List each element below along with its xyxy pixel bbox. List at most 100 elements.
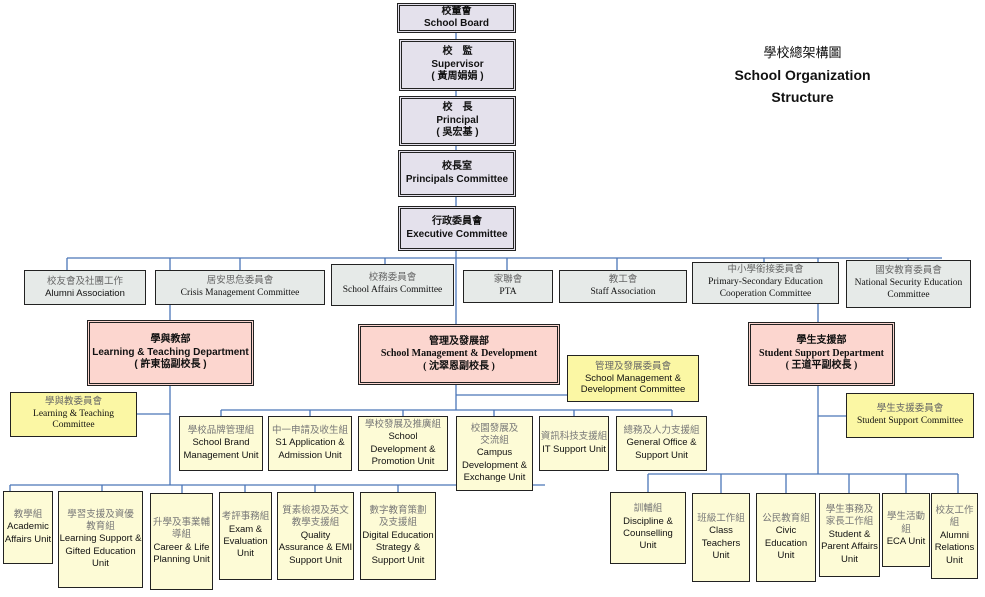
committee-en: School Management & Development Committe… <box>580 372 686 396</box>
unit-campus-development: 校園發展及交流組 Campus Development & Exchange U… <box>456 416 533 491</box>
affiliate-crisis-management: 居安思危委員會 Crisis Management Committee <box>155 270 325 305</box>
principal-zh: 校 長 <box>442 102 473 114</box>
unit-school-development: 學校發展及推廣組 School Development & Promotion … <box>358 416 448 471</box>
unit-zh: 學生活動組 <box>887 511 926 535</box>
unit-general-office: 總務及人力支援組 General Office & Support Unit <box>616 416 707 471</box>
unit-en: Academic Affairs Unit <box>4 521 52 545</box>
unit-en: Career & Life Planning Unit <box>153 541 210 565</box>
unit-exam-evaluation: 考評事務組 Exam & Evaluation Unit <box>219 492 272 580</box>
unit-discipline-counselling: 訓輔組 Discipline & Counselling Unit <box>610 492 686 564</box>
affiliate-en: Primary-Secondary Education Cooperation … <box>708 277 823 299</box>
unit-en: School Brand Management Unit <box>183 437 259 461</box>
supervisor-box: 校 監 Supervisor ( 黃周娟娟 ) <box>399 39 516 91</box>
affiliate-en: Crisis Management Committee <box>180 287 300 298</box>
dept-learning-teaching: 學與教部 Learning & Teaching Department ( 許東… <box>87 320 254 386</box>
school-board-box: 校董會 School Board <box>397 3 516 33</box>
principal-person: ( 吳宏基 ) <box>436 127 479 139</box>
chart-title-zh: 學校總架構圖 <box>763 45 842 60</box>
dept-head: ( 沈翠恩副校長 ) <box>423 360 495 372</box>
committee-management-development: 管理及發展委員會 School Management & Development… <box>567 355 699 402</box>
affiliate-zh: 校友會及社團工作 <box>46 275 123 287</box>
unit-en: General Office & Support Unit <box>626 437 697 461</box>
unit-zh: 班級工作組 <box>697 512 745 524</box>
unit-zh: 訓輔組 <box>633 503 663 515</box>
executive-committee-en: Executive Committee <box>406 228 508 240</box>
unit-zh: 學習支援及資優教育組 <box>67 508 134 532</box>
committee-student-support: 學生支援委員會 Student Support Committee <box>846 393 974 438</box>
executive-committee-box: 行政委員會 Executive Committee <box>398 206 516 251</box>
dept-zh: 學與教部 <box>150 334 191 346</box>
affiliate-en: National Security Education Committee <box>854 278 963 300</box>
unit-zh: 學生事務及家長工作組 <box>825 504 874 528</box>
supervisor-en: Supervisor <box>431 58 484 70</box>
dept-student-support: 學生支援部 Student Support Department ( 王道平副校… <box>748 322 895 386</box>
committee-zh: 學與教委員會 <box>44 396 102 407</box>
unit-en: IT Support Unit <box>542 443 606 455</box>
affiliate-zh: 國安教育委員會 <box>875 266 942 277</box>
unit-zh: 公民教育組 <box>762 512 810 524</box>
unit-zh: 資訊科技支援組 <box>540 431 608 443</box>
unit-it-support: 資訊科技支援組 IT Support Unit <box>539 416 609 471</box>
school-board-en: School Board <box>423 18 489 29</box>
dept-en: School Management & Development <box>380 348 538 360</box>
unit-en: Civic Education Unit <box>764 525 808 561</box>
affiliate-en: Alumni Association <box>45 287 125 299</box>
affiliate-zh: 家聯會 <box>493 274 523 285</box>
principals-committee-zh: 校長室 <box>442 161 472 172</box>
unit-en: Exam & Evaluation Unit <box>223 523 268 560</box>
affiliate-zh: 中小學銜接委員會 <box>727 265 804 276</box>
dept-management-development: 管理及發展部 School Management & Development (… <box>358 324 560 385</box>
unit-quality-assurance: 質素檢視及英文教學支援組 Quality Assurance & EMI Sup… <box>277 492 354 580</box>
unit-learning-support: 學習支援及資優教育組 Learning Support & Gifted Edu… <box>58 491 143 588</box>
affiliate-staff-association: 教工會 Staff Association <box>559 270 687 303</box>
unit-civic-education: 公民教育組 Civic Education Unit <box>756 493 816 582</box>
unit-eca: 學生活動組 ECA Unit <box>882 493 930 567</box>
dept-zh: 學生支援部 <box>796 335 847 347</box>
affiliate-en: School Affairs Committee <box>342 285 443 295</box>
affiliate-zh: 校務委員會 <box>368 273 417 284</box>
unit-zh: 質素檢視及英文教學支援組 <box>282 505 349 529</box>
unit-zh: 升學及事業輔導組 <box>153 516 211 541</box>
unit-career-planning: 升學及事業輔導組 Career & Life Planning Unit <box>150 493 213 590</box>
unit-school-brand: 學校品牌管理組 School Brand Management Unit <box>179 416 263 471</box>
unit-en: Alumni Relations Unit <box>934 529 975 566</box>
dept-zh: 管理及發展部 <box>429 335 489 347</box>
unit-zh: 總務及人力支援組 <box>623 424 700 436</box>
unit-student-parent-affairs: 學生事務及家長工作組 Student & Parent Affairs Unit <box>819 493 880 577</box>
dept-en: Student Support Department <box>758 347 884 359</box>
dept-head: ( 許東協副校長 ) <box>134 359 207 371</box>
affiliate-en: Staff Association <box>590 286 656 297</box>
committee-zh: 管理及發展委員會 <box>594 360 671 372</box>
committee-en: Learning & Teaching Committee <box>33 408 114 431</box>
affiliate-zh: 教工會 <box>608 274 638 285</box>
unit-zh: 考評事務組 <box>221 511 270 523</box>
unit-zh: 校友工作組 <box>935 505 974 529</box>
unit-en: Discipline & Counselling Unit <box>623 515 673 552</box>
affiliate-alumni-association: 校友會及社團工作 Alumni Association <box>24 270 146 305</box>
unit-zh: 數字教育策劃及支援組 <box>369 505 427 529</box>
chart-title-en-line1: School Organization <box>734 67 871 83</box>
unit-en: Class Teachers Unit <box>701 525 741 561</box>
unit-zh: 中一申請及收生組 <box>271 424 348 436</box>
supervisor-zh: 校 監 <box>442 46 473 58</box>
unit-en: S1 Application & Admission Unit <box>275 437 345 461</box>
unit-en: Student & Parent Affairs Unit <box>821 528 878 565</box>
unit-en: Quality Assurance & EMI Support Unit <box>278 529 353 566</box>
unit-en: School Development & Promotion Unit <box>370 431 436 467</box>
unit-s1-application: 中一申請及收生組 S1 Application & Admission Unit <box>268 416 352 471</box>
principals-committee-box: 校長室 Principals Committee <box>398 150 516 197</box>
committee-learning-teaching: 學與教委員會 Learning & Teaching Committee <box>10 392 137 437</box>
unit-en: Campus Development & Exchange Unit <box>462 447 527 484</box>
principals-committee-en: Principals Committee <box>405 173 509 185</box>
unit-en: Learning Support & Gifted Education Unit <box>59 533 142 570</box>
executive-committee-zh: 行政委員會 <box>432 216 482 227</box>
unit-zh: 學校發展及推廣組 <box>364 418 441 430</box>
affiliate-school-affairs: 校務委員會 School Affairs Committee <box>331 264 454 306</box>
principal-en: Principal <box>436 114 479 126</box>
unit-class-teachers: 班級工作組 Class Teachers Unit <box>692 493 750 582</box>
unit-en: ECA Unit <box>886 536 926 548</box>
affiliate-zh: 居安思危委員會 <box>206 275 274 286</box>
committee-en: Student Support Committee <box>856 415 964 426</box>
unit-alumni-relations: 校友工作組 Alumni Relations Unit <box>931 493 978 579</box>
unit-digital-education: 數字教育策劃及支援組 Digital Education Strategy & … <box>360 492 436 580</box>
